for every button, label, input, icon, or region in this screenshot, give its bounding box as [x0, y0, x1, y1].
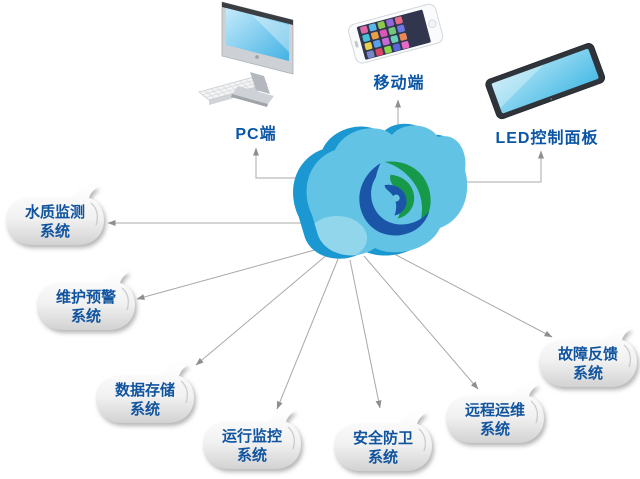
bubble-label-line2: 系统 — [70, 307, 101, 325]
swirl-logo — [359, 161, 431, 236]
system-bubble-operation-monitoring: 运行监控系统 — [200, 410, 304, 474]
cloud-hub — [293, 112, 477, 267]
system-bubble-fault-feedback: 故障反馈系统 — [536, 328, 640, 392]
bubble-label-line2: 系统 — [572, 364, 603, 382]
desktop-computer-icon — [198, 1, 294, 107]
tablet-icon — [485, 43, 606, 120]
bubble-label-line2: 系统 — [129, 400, 160, 418]
bubble-label-line1: 运行监控 — [221, 427, 282, 445]
system-bubble-water-quality: 水质监测系统 — [3, 186, 107, 250]
connector-cloud-to-operation-monitoring — [276, 258, 339, 410]
connector-cloud-to-fault-feedback — [380, 246, 553, 338]
bubble-label-line1: 数据存储 — [114, 381, 175, 399]
system-bubble-security-defense: 安全防卫系统 — [331, 412, 435, 476]
bubble-label-line2: 系统 — [39, 222, 70, 240]
connector-cloud-to-maintenance-warning — [136, 247, 323, 300]
mobile-label: 移动端 — [373, 75, 425, 92]
bubble-label-line2: 系统 — [236, 446, 267, 464]
connector-cloud-to-led — [460, 150, 544, 183]
led-device — [478, 38, 613, 131]
bubble-label-line1: 水质监测 — [24, 203, 85, 221]
bubble-label-line1: 远程运维 — [464, 401, 525, 419]
bubble-label-line2: 系统 — [479, 420, 510, 438]
system-bubble-maintenance-warning: 维护预警系统 — [34, 271, 138, 335]
mobile-device — [338, 0, 453, 75]
connector-cloud-to-remote-om — [363, 255, 479, 390]
bubble-label-line1: 故障反馈 — [557, 345, 618, 363]
bubble-label-line2: 系统 — [367, 448, 398, 466]
system-bubble-remote-om: 远程运维系统 — [443, 384, 547, 448]
cloud-icon — [293, 123, 468, 259]
smartphone-icon — [348, 3, 444, 64]
bubble-label-line1: 安全防卫 — [352, 429, 413, 447]
led-label: LED控制面板 — [495, 130, 599, 147]
bubble-label-line1: 维护预警 — [55, 288, 116, 306]
connector-cloud-to-security-defense — [349, 259, 382, 409]
system-bubble-data-storage: 数据存储系统 — [93, 364, 197, 428]
connector-cloud-to-data-storage — [195, 253, 329, 366]
pc-device — [190, 0, 305, 120]
pc-label: PC端 — [235, 126, 277, 143]
